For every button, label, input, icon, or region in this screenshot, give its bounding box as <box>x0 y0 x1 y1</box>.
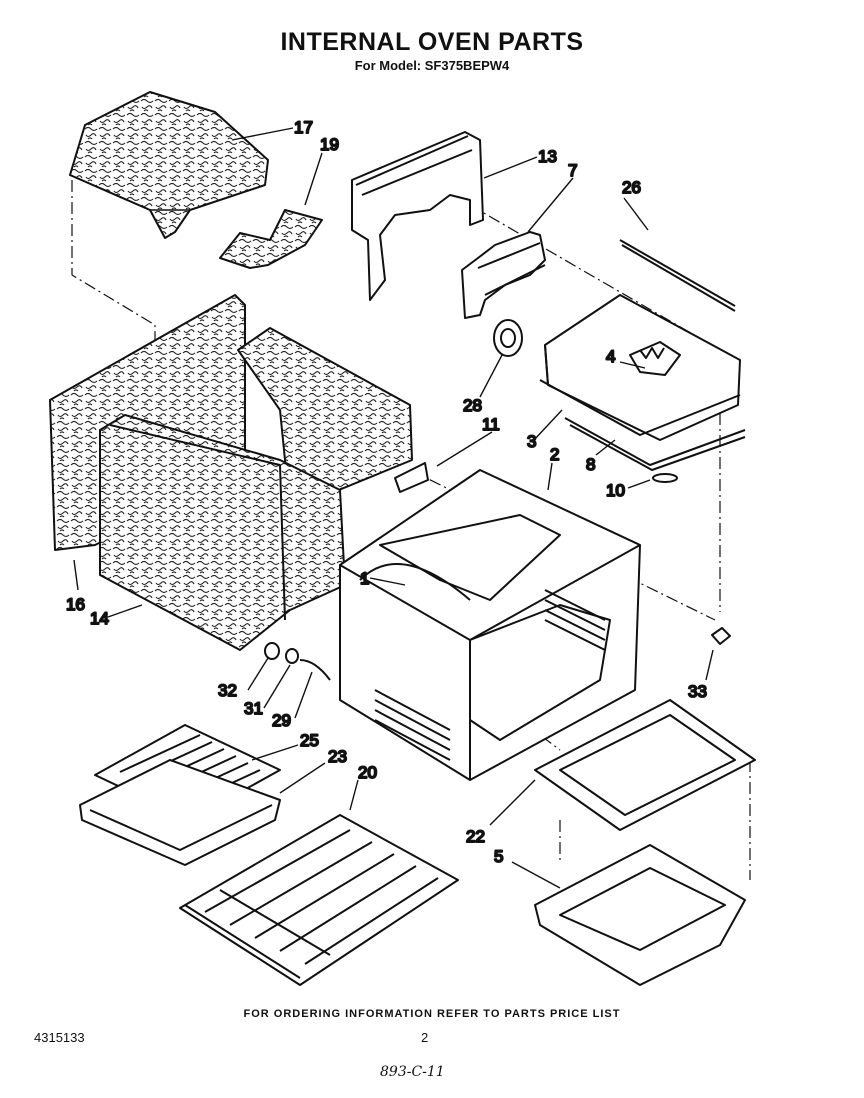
page-title: INTERNAL OVEN PARTS <box>280 28 584 56</box>
part-28-fitting <box>493 319 523 357</box>
callout-7: 7 <box>568 161 577 180</box>
part-5-burner-box <box>534 844 746 986</box>
part-10-clip <box>652 473 678 483</box>
part-33-clip <box>711 627 731 645</box>
callout-19: 19 <box>320 135 339 154</box>
part-7-flue-duct <box>461 231 546 319</box>
callout-20: 20 <box>358 763 377 782</box>
callout-11: 11 <box>482 415 500 434</box>
callout-22: 22 <box>466 827 485 846</box>
part-31-washer <box>285 648 299 664</box>
callout-23: 23 <box>328 747 347 766</box>
part-23-broiler-pan <box>79 759 281 866</box>
callout-25: 25 <box>300 731 319 750</box>
ordering-note: FOR ORDERING INFORMATION REFER TO PARTS … <box>243 1008 621 1020</box>
callout-17: 17 <box>294 118 313 137</box>
callout-29: 29 <box>272 711 291 730</box>
part-19-insulation-pad <box>219 209 323 269</box>
handwritten-note: 893-C-11 <box>380 1064 445 1080</box>
callout-33: 33 <box>688 682 707 701</box>
part-29-tube <box>299 659 331 681</box>
document-number: 4315133 <box>34 1030 85 1045</box>
model-line: For Model: SF375BEPW4 <box>354 58 510 73</box>
callout-14: 14 <box>90 609 109 628</box>
part-callouts: 17 19 13 7 26 4 28 3 11 2 8 10 1 16 14 3… <box>65 117 708 867</box>
callout-26: 26 <box>622 178 641 197</box>
callout-2: 2 <box>550 445 559 464</box>
callout-5: 5 <box>494 847 503 866</box>
callout-32: 32 <box>218 681 237 700</box>
part-20-oven-rack <box>179 814 459 986</box>
callout-8: 8 <box>586 455 595 474</box>
part-11-bracket <box>394 462 429 493</box>
part-17-top-insulation <box>69 91 269 239</box>
callout-10: 10 <box>606 481 625 500</box>
part-13-heat-shield <box>351 131 484 301</box>
callout-13: 13 <box>538 147 557 166</box>
callout-16: 16 <box>66 595 85 614</box>
part-26-rod <box>619 239 736 312</box>
callout-28: 28 <box>463 396 482 415</box>
leader-lines <box>73 127 714 889</box>
callout-31: 31 <box>244 699 263 718</box>
part-32-nut <box>264 642 280 660</box>
part-14-wrap-insulation <box>99 327 413 651</box>
callout-1: 1 <box>360 569 369 588</box>
part-2-oven-liner <box>339 469 641 781</box>
page-number: 2 <box>421 1030 429 1045</box>
part-22-bottom-panel <box>534 699 756 831</box>
part-8-gasket <box>564 417 746 471</box>
callout-3: 3 <box>527 432 536 451</box>
callout-4: 4 <box>606 347 615 366</box>
